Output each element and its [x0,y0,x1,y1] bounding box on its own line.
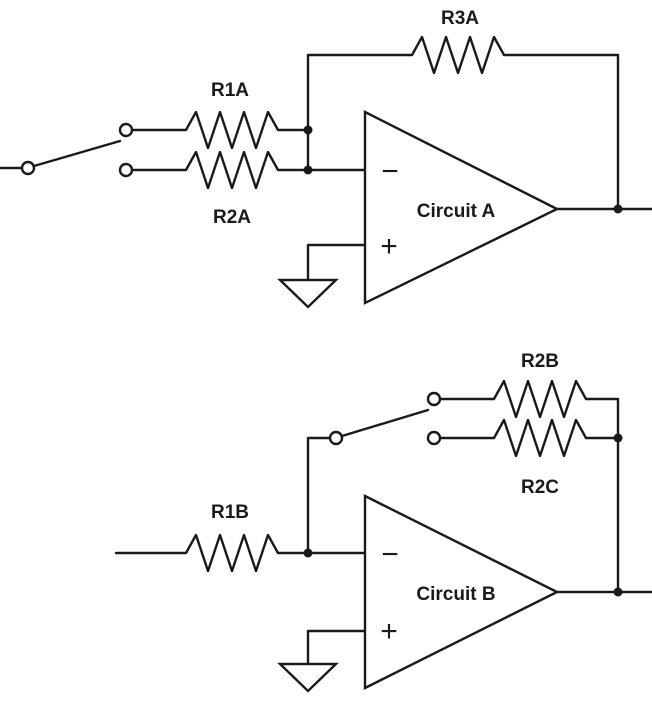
label-r2c: R2C [521,477,559,498]
resistor-r2a [130,150,310,190]
inverting-sign-b: − [381,538,399,571]
ground-b-icon [277,662,339,693]
noninverting-sign-b: + [380,615,398,648]
node-wire-a [306,128,367,172]
ground-wire-b [306,629,367,666]
label-r3a: R3A [441,8,479,29]
label-r1a: R1A [211,80,249,101]
resistor-r2c [438,418,620,458]
junction-a-out [613,204,623,214]
circuit-b: R1B R2B R2C − + Circuit B [114,351,652,693]
junction-a-2 [303,165,313,175]
resistor-r1b [114,533,367,573]
circuit-a-label: Circuit A [417,201,496,222]
noninverting-sign-a: + [380,230,398,263]
circuit-b-label: Circuit B [416,584,495,605]
switch-b-blade [340,408,430,438]
label-r2a: R2A [213,207,251,228]
switch-a-pivot [20,160,36,176]
ground-a-icon [277,278,339,309]
switch-b-pivot [328,430,344,446]
junction-b-out [613,587,623,597]
circuit-a: R1A R2A R3A − + Circuit A [0,8,652,309]
switch-b-contact-1 [426,391,442,407]
ground-wire-a [306,243,367,281]
label-r1b: R1B [211,502,249,523]
resistor-r2b [438,379,620,594]
switch-b-contact-2 [426,430,442,446]
resistor-r3a [306,35,620,211]
op-amp-b [363,494,560,690]
op-amp-a [363,110,560,305]
inverting-sign-a: − [381,155,399,188]
switch-a-contact-2 [118,162,134,178]
label-r2b: R2B [521,351,559,372]
switch-a-contact-1 [118,122,134,138]
node-wire-b [306,436,332,555]
resistor-r1a [130,110,310,150]
switch-a-blade [32,139,122,168]
junction-b-2 [613,433,623,443]
